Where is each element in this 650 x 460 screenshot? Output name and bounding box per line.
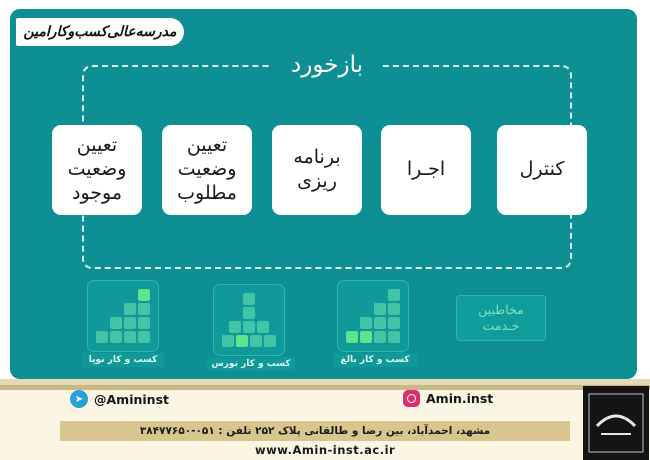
feedback-loop-label: بازخورد bbox=[272, 49, 382, 81]
step-label: کنترل bbox=[519, 158, 565, 181]
telegram-link[interactable]: ➤ @Amininst bbox=[70, 390, 169, 408]
step-execution: اجـرا bbox=[381, 125, 471, 215]
grid-blocks-icon bbox=[337, 280, 409, 352]
audience-label: مخاطبین خـدمت bbox=[478, 301, 524, 333]
brand-badge: مدرسه‌عالی‌کسب‌و‌کار‌امین bbox=[16, 18, 184, 46]
telegram-handle: @Amininst bbox=[94, 391, 169, 407]
step-label: تعیین وضعیت مطلوب bbox=[177, 134, 237, 204]
step-desired-state: تعیین وضعیت مطلوب bbox=[162, 125, 252, 215]
step-current-state: تعیین وضعیت موجود bbox=[52, 125, 142, 215]
footer-stripe-light bbox=[0, 379, 650, 385]
address-bar: مشهد، احمدآباد، بین رضا و طالقانی پلاک ۲… bbox=[60, 421, 570, 441]
footer-stripe-dark bbox=[0, 385, 650, 390]
service-audience-box: مخاطبین خـدمت bbox=[456, 295, 546, 341]
institute-logo bbox=[583, 386, 649, 460]
instagram-link[interactable]: Amin.inst bbox=[403, 390, 493, 407]
pyramid-blocks-icon bbox=[213, 284, 285, 356]
step-control: کنترل bbox=[497, 125, 587, 215]
website-link[interactable]: www.Amin-inst.ac.ir bbox=[255, 443, 396, 457]
tile-caption-mature: کسب و کار بالغ bbox=[333, 353, 417, 367]
step-label: برنامه ریزی bbox=[293, 146, 341, 192]
diagram-panel: مدرسه‌عالی‌کسب‌و‌کار‌امین بازخورد تعیین … bbox=[10, 9, 637, 379]
instagram-handle: Amin.inst bbox=[426, 391, 494, 406]
step-label: اجـرا bbox=[406, 158, 446, 181]
step-label: تعیین وضعیت موجود bbox=[67, 134, 127, 204]
tile-caption-emerging: کسب و کار نورس bbox=[207, 357, 295, 371]
telegram-icon: ➤ bbox=[70, 390, 88, 408]
ascending-blocks-icon bbox=[87, 280, 159, 352]
tile-caption-startup: کسب و کار نوپا bbox=[82, 353, 164, 367]
step-planning: برنامه ریزی bbox=[272, 125, 362, 215]
instagram-icon bbox=[403, 390, 420, 407]
